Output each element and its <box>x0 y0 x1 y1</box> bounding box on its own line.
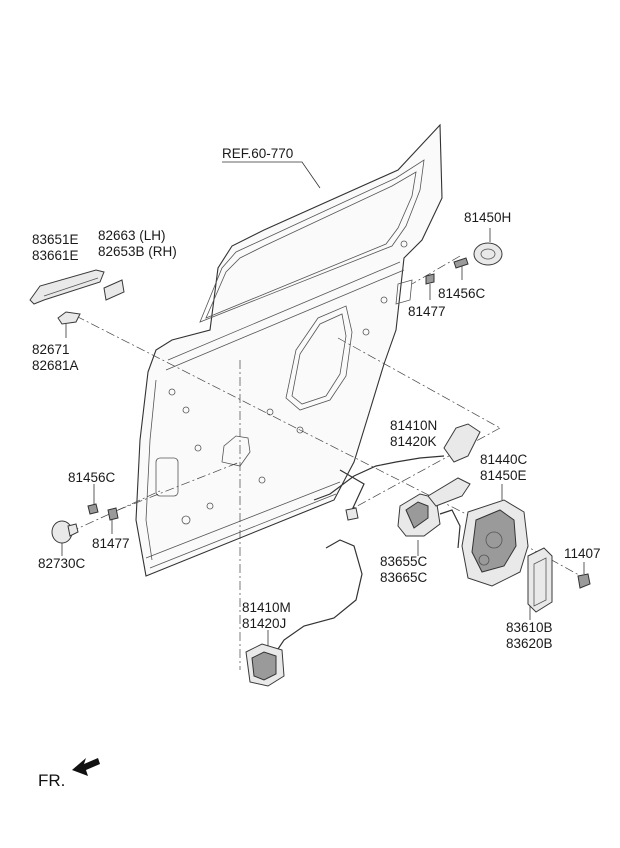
label-handle-base-b: 82681A <box>32 358 79 373</box>
label-screw-top: 81477 <box>408 304 446 319</box>
label-striker: 81450H <box>464 210 511 225</box>
label-garnish-lh: 82663 (LH) <box>98 228 166 243</box>
handle-garnish <box>103 279 125 301</box>
label-latch-a: 81440C <box>480 452 528 467</box>
front-arrow-icon <box>72 758 100 776</box>
screw-left <box>107 507 119 534</box>
label-latch-b: 81450E <box>480 468 527 483</box>
label-bolt-left: 81456C <box>68 470 116 485</box>
latch-cover <box>527 547 553 620</box>
label-handle-cover-a: 83651E <box>32 232 79 247</box>
label-cover-b: 83620B <box>506 636 553 651</box>
upper-cable <box>313 423 481 521</box>
cap-left <box>51 520 79 556</box>
front-direction-label: FR. <box>38 771 65 790</box>
screw-top <box>425 273 435 300</box>
label-garnish-rh: 82653B (RH) <box>98 244 177 259</box>
label-inside-handle-b: 83665C <box>380 570 428 585</box>
label-cable-lower-a: 81410M <box>242 600 291 615</box>
label-cable-upper-b: 81420K <box>390 434 437 449</box>
inside-handle <box>397 477 471 556</box>
label-inside-handle-a: 83655C <box>380 554 428 569</box>
latch-assembly <box>439 484 529 587</box>
striker <box>453 228 503 280</box>
outside-handle-cover <box>29 269 105 305</box>
handle-base <box>57 311 81 338</box>
reference-leader <box>222 161 321 189</box>
label-bolt-top: 81456C <box>438 286 486 301</box>
door-panel <box>135 123 443 577</box>
bolt-right <box>577 562 591 589</box>
label-cover-a: 83610B <box>506 620 553 635</box>
lower-cable <box>245 539 363 687</box>
label-cable-upper-a: 81410N <box>390 418 437 433</box>
label-cable-lower-b: 81420J <box>242 616 286 631</box>
label-bolt-right: 11407 <box>564 546 601 561</box>
label-screw-left: 81477 <box>92 536 130 551</box>
reference-label: REF.60-770 <box>222 146 293 161</box>
label-handle-cover-b: 83661E <box>32 248 79 263</box>
label-cap-left: 82730C <box>38 556 86 571</box>
label-handle-base-a: 82671 <box>32 342 70 357</box>
bolt-left <box>87 484 99 515</box>
